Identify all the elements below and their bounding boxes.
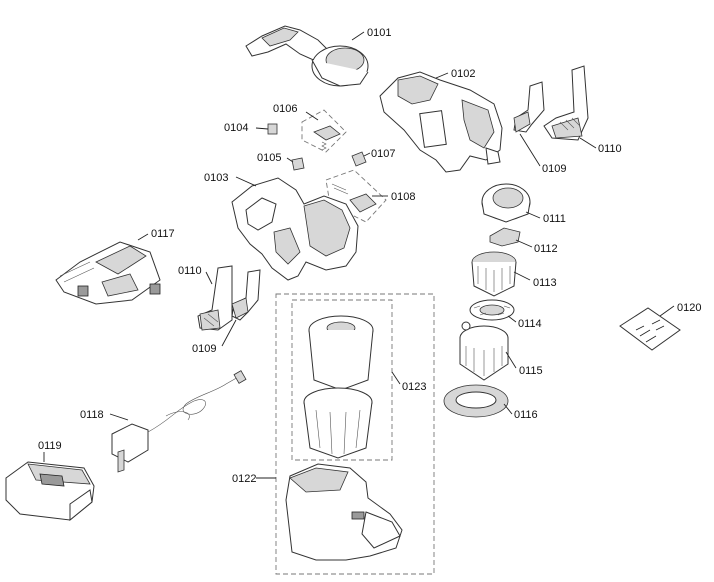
- part-0109-right-rail: [513, 81, 545, 133]
- label-0120: 0120: [677, 302, 701, 314]
- leader-0112: [515, 239, 533, 248]
- label-0118: 0118: [80, 409, 104, 421]
- part-0104-clip: [267, 123, 278, 135]
- group-box-0122: [275, 293, 435, 575]
- leader-0101: [351, 31, 365, 41]
- part-0112-motor-mount: [489, 227, 521, 247]
- leader-0117: [137, 233, 149, 241]
- part-0110-right-panel: [543, 65, 589, 141]
- part-0122-dust-bin: [285, 463, 403, 561]
- leader-0102: [435, 72, 449, 79]
- label-0102: 0102: [451, 68, 475, 80]
- leader-0109-left: [221, 319, 237, 347]
- leader-0104: [255, 127, 269, 130]
- part-0111-motor-cover: [481, 183, 531, 223]
- part-0123-filter-assembly: [303, 315, 374, 459]
- label-0106: 0106: [273, 103, 297, 115]
- label-0115: 0115: [519, 365, 543, 377]
- leader-0105: [286, 157, 294, 163]
- label-0105: 0105: [257, 152, 281, 164]
- label-0104: 0104: [224, 122, 248, 134]
- label-0111: 0111: [543, 213, 566, 225]
- part-0109-left-rail: [231, 269, 261, 321]
- part-0101-handle-cover: [245, 25, 369, 87]
- part-0114-fan: [469, 299, 515, 321]
- label-0113: 0113: [533, 277, 557, 289]
- part-0106-button-group: [301, 109, 347, 153]
- label-0101: 0101: [367, 27, 391, 39]
- label-0114: 0114: [518, 318, 542, 330]
- leader-0110-left: [205, 271, 213, 285]
- leader-0107: [363, 152, 371, 157]
- leader-0113: [513, 271, 531, 281]
- part-0105-latch: [291, 157, 305, 171]
- part-0119-battery: [5, 461, 95, 522]
- group-box-0123: [291, 299, 393, 461]
- leader-0114: [507, 315, 517, 323]
- label-0123: 0123: [402, 381, 426, 393]
- leader-0123: [391, 371, 401, 385]
- label-0103: 0103: [204, 172, 228, 184]
- label-0108: 0108: [391, 191, 415, 203]
- leader-0115: [505, 351, 517, 369]
- part-0110-left-panel: [197, 265, 233, 331]
- part-0102-rear-housing: [379, 71, 503, 173]
- label-0117: 0117: [151, 228, 175, 240]
- label-0119: 0119: [38, 440, 62, 452]
- part-0117-pcb-assembly: [55, 241, 161, 305]
- label-0109-right: 0109: [542, 163, 566, 175]
- part-0120-screw-kit: [619, 307, 681, 351]
- label-0122: 0122: [232, 473, 256, 485]
- leader-0109-right: [519, 133, 541, 167]
- label-0109-left: 0109: [192, 343, 216, 355]
- part-0116-seal-ring: [443, 384, 509, 418]
- label-0110-right: 0110: [598, 143, 622, 155]
- part-0118-charger: [111, 370, 247, 473]
- leader-0120: [659, 305, 675, 317]
- part-0113-motor: [471, 251, 517, 297]
- leader-0118: [109, 413, 129, 421]
- leader-0110-right: [579, 137, 597, 149]
- part-0107-spring-clip: [351, 151, 367, 167]
- label-0112: 0112: [534, 243, 558, 255]
- label-0110-left: 0110: [178, 265, 202, 277]
- label-0107: 0107: [371, 148, 395, 160]
- leader-0116: [503, 403, 513, 415]
- part-0103-main-housing: [231, 177, 359, 281]
- leader-0111: [525, 211, 541, 219]
- leader-0103: [235, 176, 257, 187]
- leader-0106: [305, 111, 319, 121]
- part-0115-motor-housing: [459, 321, 509, 381]
- label-0116: 0116: [514, 409, 538, 421]
